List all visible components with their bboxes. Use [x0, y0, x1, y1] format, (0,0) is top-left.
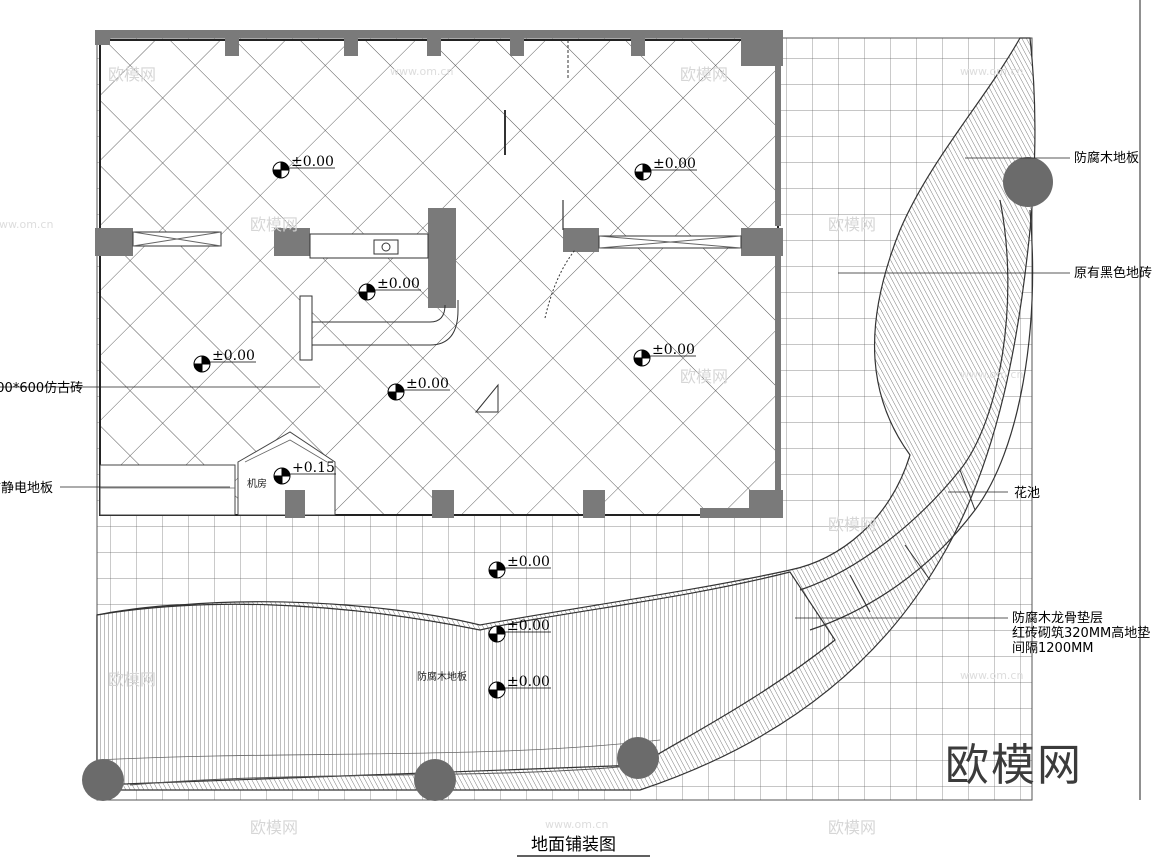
label-keel-line3: 间隔1200MM	[1012, 641, 1094, 656]
bottom-wood-deck	[96, 571, 836, 786]
leader-lines	[0, 157, 1070, 619]
watermark-text: 欧模网	[828, 818, 876, 837]
watermark-text: 欧模网	[828, 215, 876, 234]
label-antique-tile: 600*600仿古砖	[0, 381, 83, 396]
level-marker-6	[387, 383, 450, 401]
level-marker-10	[488, 681, 551, 699]
level-marker-8	[488, 561, 551, 579]
level-marker-9	[488, 625, 551, 643]
watermarks: 欧模网 欧模网 欧模网 欧模网 欧模网 欧模网 欧模网 欧模网 欧模网 www.…	[0, 65, 1023, 837]
label-anticorrosive-wood-floor: 防腐木地板	[1074, 150, 1139, 166]
site-logo: 欧模网	[945, 740, 1083, 791]
label-flower-bed: 花池	[1014, 485, 1040, 501]
level-marker-2	[634, 163, 697, 181]
label-keel-line2: 红砖砌筑320MM高地垫	[1012, 625, 1150, 641]
watermark-url: www.om.cn	[960, 65, 1023, 78]
drawing-title-block: 地面铺装图	[517, 835, 650, 857]
level-value-10: ±0.00	[507, 674, 550, 690]
round-planters	[82, 157, 1053, 801]
level-value-3: ±0.00	[377, 276, 420, 292]
level-value-7: +0.15	[292, 460, 335, 476]
level-value-2: ±0.00	[653, 156, 696, 172]
level-marker-1	[272, 161, 335, 179]
walls-and-columns	[95, 30, 783, 518]
watermark-url: www.om.cn	[0, 218, 53, 231]
level-value-9: ±0.00	[507, 618, 550, 634]
watermark-url: www.om.cn	[545, 818, 608, 831]
watermark-text: 欧模网	[108, 670, 156, 689]
level-marker-4	[193, 355, 256, 373]
drawing-title: 地面铺装图	[531, 835, 616, 855]
label-keel-line1: 防腐木龙骨垫层	[1012, 610, 1103, 626]
watermark-text: 欧模网	[680, 367, 728, 386]
flower-bed	[799, 199, 1034, 631]
level-values: ±0.00 ±0.00 ±0.00 ±0.00 ±0.00 ±0.00 +0.1…	[212, 154, 696, 690]
level-value-1: ±0.00	[291, 154, 334, 170]
watermark-text: 欧模网	[828, 515, 876, 534]
level-marker-3	[358, 283, 421, 301]
level-value-8: ±0.00	[507, 554, 550, 570]
label-small-room: 机房	[247, 477, 267, 490]
watermark-url: www.om.cn	[390, 65, 453, 78]
level-marker-7	[273, 467, 336, 485]
callout-labels: 防腐木地板 原有黑色地砖 花池 600*600仿古砖 防静电地板 防腐木龙骨垫层…	[0, 150, 1152, 683]
label-existing-black-floor: 原有黑色地砖	[1074, 265, 1152, 281]
level-value-4: ±0.00	[212, 348, 255, 364]
watermark-text: 欧模网	[250, 215, 298, 234]
interior-partitions	[132, 40, 742, 413]
level-value-5: ±0.00	[652, 342, 695, 358]
watermark-url: www.om.cn	[960, 368, 1023, 381]
label-antistatic-floor: 防静电地板	[0, 480, 53, 496]
watermark-text: 欧模网	[108, 65, 156, 84]
level-marker-5	[633, 349, 696, 367]
watermark-text: 欧模网	[250, 818, 298, 837]
label-deck-inner: 防腐木地板	[417, 670, 467, 683]
level-markers	[193, 161, 697, 699]
level-value-6: ±0.00	[406, 376, 449, 392]
watermark-text: 欧模网	[680, 65, 728, 84]
watermark-url: www.om.cn	[960, 669, 1023, 682]
